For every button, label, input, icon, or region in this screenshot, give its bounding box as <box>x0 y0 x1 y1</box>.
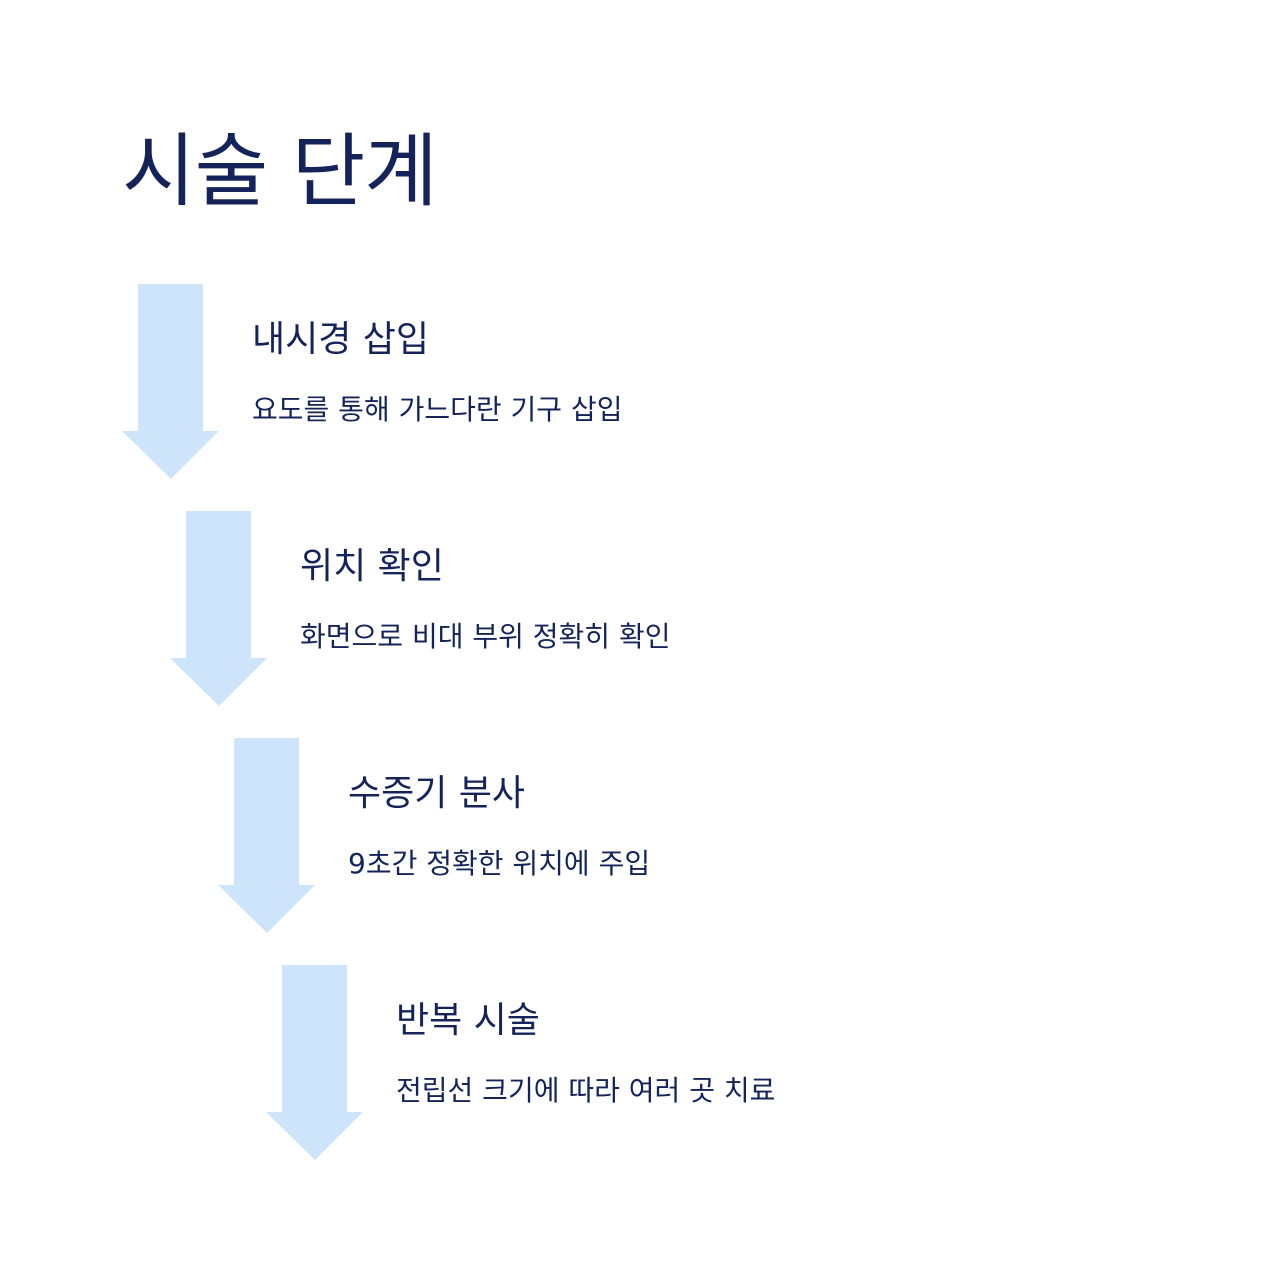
step-description: 요도를 통해 가느다란 기구 삽입 <box>252 393 623 426</box>
page-title: 시술 단계 <box>122 125 438 218</box>
down-arrow-icon <box>218 738 315 933</box>
down-arrow-icon <box>170 511 267 706</box>
step-description: 전립선 크기에 따라 여러 곳 치료 <box>396 1074 776 1107</box>
step-3: 수증기 분사 9초간 정확한 위치에 주입 <box>218 738 978 938</box>
down-arrow-icon <box>122 284 219 479</box>
step-description: 화면으로 비대 부위 정확히 확인 <box>300 620 671 653</box>
step-title: 위치 확인 <box>300 546 444 587</box>
step-1: 내시경 삽입 요도를 통해 가느다란 기구 삽입 <box>122 284 882 484</box>
step-title: 반복 시술 <box>396 1000 540 1041</box>
step-description: 9초간 정확한 위치에 주입 <box>348 847 651 880</box>
step-title: 수증기 분사 <box>348 773 526 814</box>
down-arrow-icon <box>266 965 363 1160</box>
step-title: 내시경 삽입 <box>252 319 430 360</box>
step-4: 반복 시술 전립선 크기에 따라 여러 곳 치료 <box>266 965 1026 1165</box>
step-2: 위치 확인 화면으로 비대 부위 정확히 확인 <box>170 511 930 711</box>
